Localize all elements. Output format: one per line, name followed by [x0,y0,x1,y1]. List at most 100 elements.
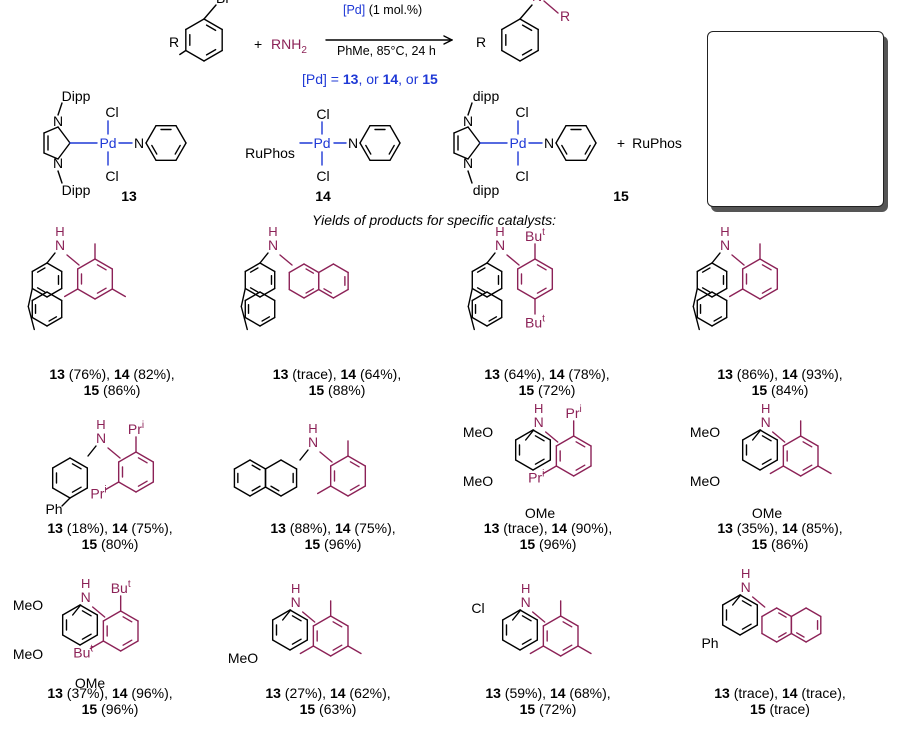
catalyst-number: 13 [483,520,500,536]
catalyst-number: 14 [329,685,346,701]
methoxy: OMe [752,505,783,521]
double-bond [291,638,302,645]
ring-bond [145,142,157,162]
methoxy: OMe [75,675,106,691]
ring-bond [259,291,276,302]
ring-bond [135,481,155,493]
ring-bond [329,615,349,627]
yield-value: (96%) [320,536,362,552]
yield-value: (37%), [62,685,112,701]
caption-line: 13 (64%), 14 (78%), [447,366,647,382]
c-n-bond [511,609,522,621]
ring-bond [347,455,367,467]
ring-bond [711,291,728,302]
product-yield-caption: 13 (27%), 14 (62%),15 (63%) [228,685,428,717]
double-bond [249,287,259,293]
n-dipp-bond [467,102,473,116]
catalyst-number: 15 [750,701,766,717]
ring-bond [46,287,63,298]
double-bond [249,267,259,273]
imidazole-bond [57,126,71,144]
product-yield-caption: 13 (35%), 14 (85%),15 (86%) [680,520,880,552]
catalyst-number: 13 [485,685,501,701]
caption-line: 15 (trace) [680,701,880,717]
ring-bond [486,291,503,302]
catalyst-number: 13 [49,366,65,382]
ring-bond [741,459,761,471]
pd-atom: Pd [99,135,116,151]
catalyst-14-label: 14 [315,188,331,204]
n-dipp-bond [467,170,473,184]
yield-value: (72%) [535,701,577,717]
n-aryl-bond [301,611,316,623]
ring-bond [271,639,291,651]
substituent-bond [577,645,592,655]
nh-nitrogen: N [720,237,730,253]
tbutyl: But [525,313,545,330]
ring-bond [31,316,48,327]
double-bond [251,485,261,492]
ring-bond [31,291,48,302]
product-yield-caption: 13 (86%), 14 (93%),15 (84%) [680,366,880,398]
ring-bond [280,486,298,497]
cl-bottom: Cl [316,168,329,184]
ring-bond [389,142,401,162]
ring-bond [775,607,793,618]
catalyst-number: 15 [751,536,768,552]
nh-nitrogen: N [96,430,106,446]
reaction-conditions: PhMe, 85°C, 24 h [337,44,436,58]
ch2-bond [240,305,248,331]
catalyst-15-label: 15 [613,188,629,204]
nh-hydrogen: H [534,401,543,416]
ring-bond [135,451,155,463]
dipp-top: Dipp [62,88,91,104]
product-r-right: R [560,8,570,24]
isopropyl: Pri [566,404,582,421]
catalyst-number: 13 [265,685,281,701]
catalyst-number: 15 [81,536,98,552]
ring-bond [501,49,521,62]
imidazole-bond [43,152,59,160]
ring-bond [79,604,99,616]
caption-line: 13 (trace), 14 (90%), [448,520,648,536]
ring-bond [69,457,89,469]
caption-line: 15 (72%) [448,701,648,717]
catalyst-number: 15 [519,536,536,552]
c-n-bond [71,604,82,616]
ring-bond [759,459,779,471]
ring-bond [312,615,332,627]
methoxy: MeO [690,473,720,489]
yield-value: (75%), [350,520,396,536]
double-bond [521,638,532,645]
ring-bond [486,316,503,327]
double-bond [761,435,772,442]
cl-bottom: Cl [515,168,528,184]
ring-bond [696,262,713,273]
catalyst-number: 13 [47,520,63,536]
ring-bond [175,124,187,144]
catalyst-number: 13 [717,366,733,382]
catalyst-number: 14 [551,520,568,536]
double-bond [48,316,58,322]
product-yield-caption: 13 (trace), 14 (trace),15 (trace) [680,685,880,717]
n-aryl-bond [66,254,80,266]
ring-bond [244,262,261,273]
methoxy: MeO [228,650,258,666]
tbutyl: But [525,227,545,244]
substituent-bond [111,288,127,298]
caption-line: 13 (trace), 14 (trace), [680,685,880,701]
nh-nitrogen: N [761,414,771,430]
ring-bond [501,18,521,31]
nh-hydrogen: H [96,417,105,432]
c-n-bond [46,252,56,264]
ring-bond [711,316,728,327]
ring-bond [347,485,367,497]
ch2-bond [467,287,473,308]
nh-nitrogen: N [521,594,531,610]
yield-value: (59%), [500,685,550,701]
ring-bond [516,288,536,300]
ring-bond [203,18,223,31]
ring-bond [532,429,552,441]
ring-bond [317,288,335,299]
catalyst-number: 15 [304,536,321,552]
